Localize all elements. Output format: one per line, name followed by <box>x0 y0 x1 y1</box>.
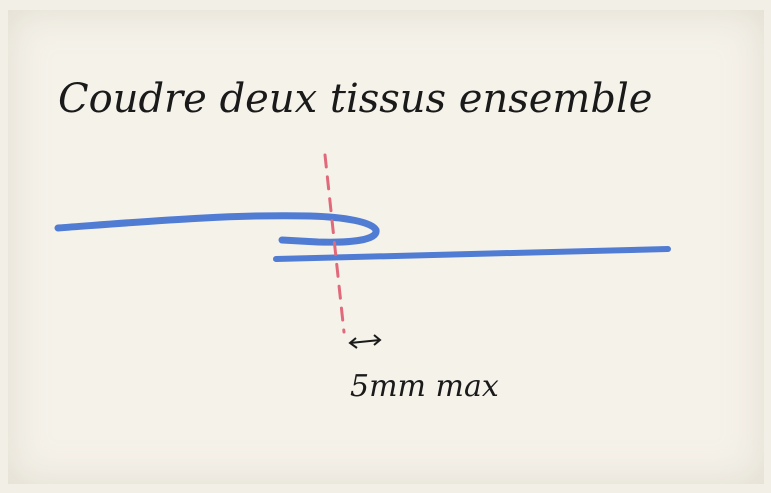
seam-stitch-line <box>323 153 346 334</box>
double-arrow-icon <box>348 334 382 349</box>
seam-allowance-label: 5mm max <box>350 369 499 404</box>
top-fabric-layer <box>54 212 380 246</box>
diagram-title: Coudre deux tissus ensemble <box>58 76 652 122</box>
bottom-fabric-layer <box>273 246 671 262</box>
